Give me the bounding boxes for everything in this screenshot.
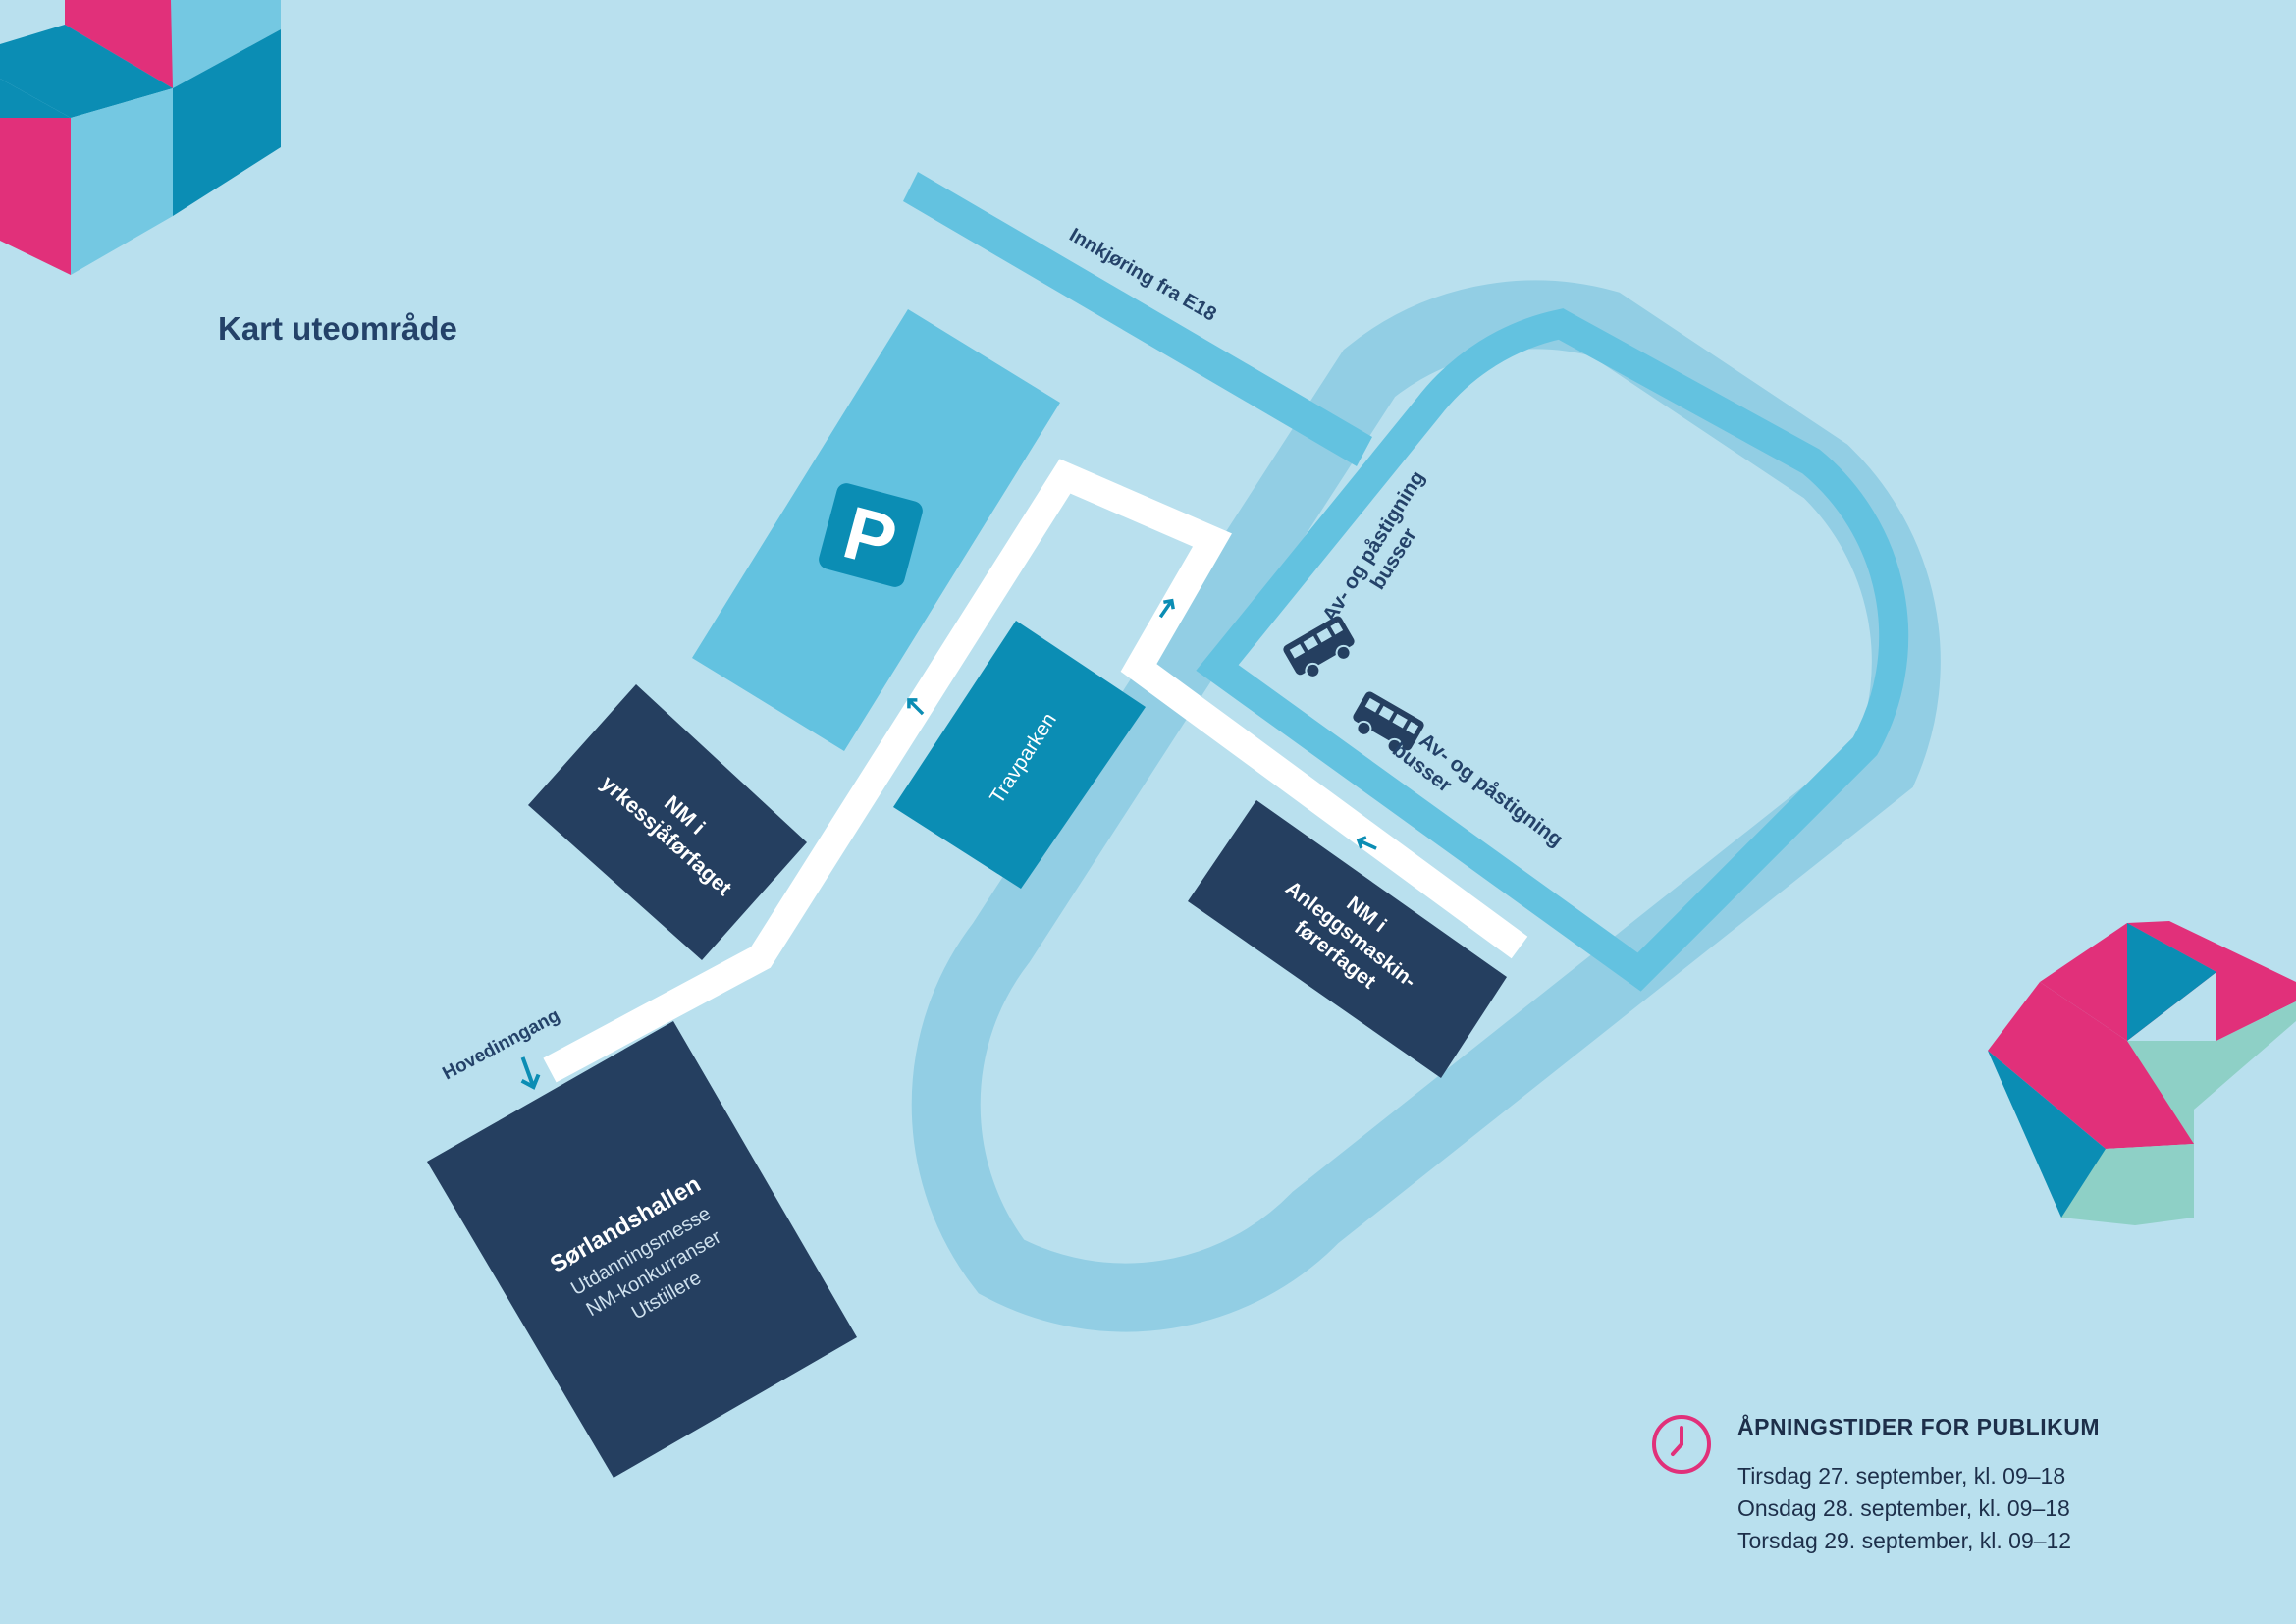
race-track [911,280,1941,1332]
bus-icon [1353,691,1424,754]
opening-hours-title: ÅPNINGSTIDER FOR PUBLIKUM [1737,1414,2100,1439]
arrow-icon [1158,598,1175,619]
walking-path [543,459,1528,1083]
bus-icon [1283,616,1355,678]
arrow-icon [907,698,925,716]
building-travparken: Travparken [893,621,1146,889]
main-entrance-label: Hovedinngang [439,1005,562,1084]
page-title: Kart uteområde [218,310,457,347]
building-nm-yrkessjafor: NM i yrkessjåførfaget [528,684,807,960]
direction-arrows [520,598,1377,1090]
opening-hours-day: Tirsdag 27. september, kl. 09–18 [1737,1463,2066,1489]
decorative-cubes-bottom-right [1988,921,2296,1225]
building-nm-anlegg: NM i Anleggsmaskin- førerfaget [1188,800,1507,1078]
clock-icon [1652,1415,1711,1474]
opening-hours-day: Torsdag 29. september, kl. 09–12 [1737,1528,2072,1553]
building-sorlandshallen: Sørlandshallen Utdanningsmesse NM-konkur… [427,1021,857,1478]
arrow-icon [520,1056,541,1090]
parking-icon: P [819,483,923,587]
opening-hours-day: Onsdag 28. september, kl. 09–18 [1737,1495,2070,1521]
arrow-icon [1356,836,1377,850]
decorative-cubes-top-left [0,0,281,275]
parking-area: P [692,309,1060,751]
